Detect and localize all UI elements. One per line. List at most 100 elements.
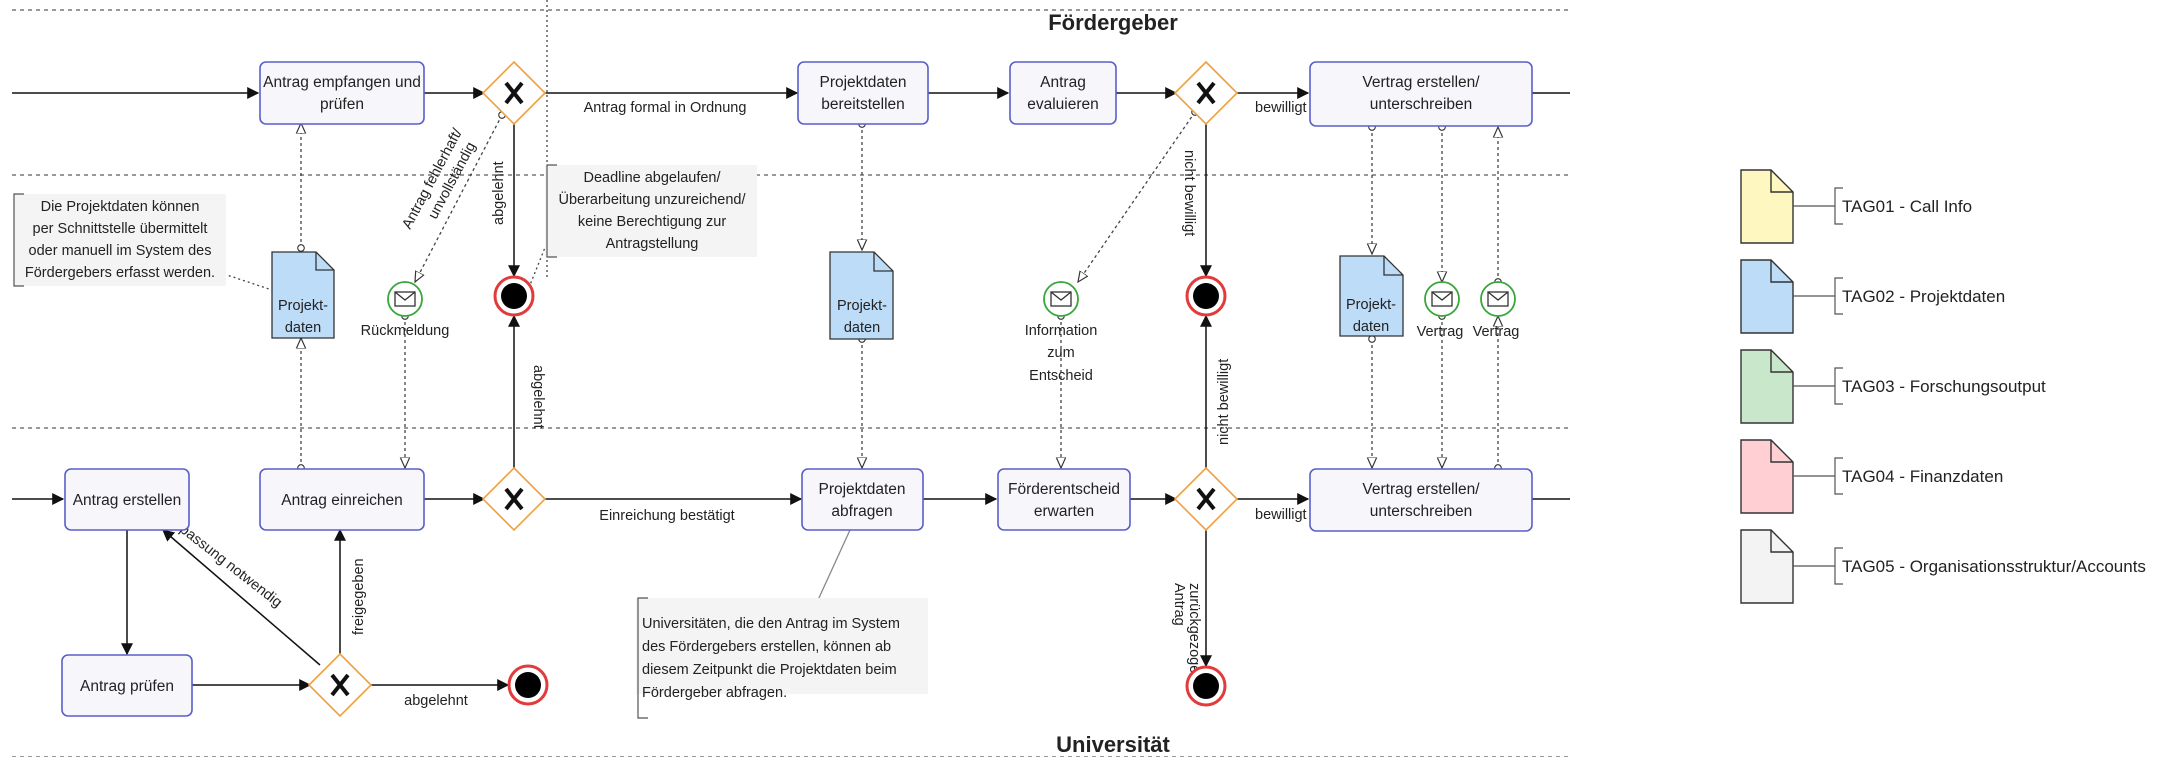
svg-text:Vertrag erstellen/: Vertrag erstellen/ [1362, 74, 1480, 91]
svg-text:Die Projektdaten können: Die Projektdaten können [41, 199, 200, 215]
task-antrag-pruefen[interactable]: Antrag prüfen [61, 654, 193, 717]
legend-document-icon [1740, 529, 1794, 604]
task-antrag-erstellen[interactable]: Antrag erstellen [64, 468, 190, 531]
flow-label-zurueckgezogen-2: zurückgezogen [1186, 583, 1202, 681]
legend-entry: TAG04 - Finanzdaten [1740, 439, 2003, 514]
end-event-nicht-bewilligt [1185, 275, 1227, 317]
svg-text:evaluieren: evaluieren [1027, 96, 1099, 113]
svg-text:diesem Zeitpunkt die Projektda: diesem Zeitpunkt die Projektdaten beim [642, 662, 897, 678]
envelope-icon [1487, 291, 1509, 307]
svg-text:Fördergeber abfragen.: Fördergeber abfragen. [642, 685, 787, 701]
legend-label: TAG03 - Forschungsoutput [1842, 377, 2046, 396]
message-event-rueckmeldung: Rückmeldung [361, 281, 450, 339]
task-projektdaten-abfragen[interactable]: Projektdaten abfragen [801, 468, 924, 531]
flow-label-nicht-bewilligt-top: nicht bewilligt [1181, 150, 1197, 236]
end-event-zurueckgezogen [1185, 665, 1227, 707]
data-object-projektdaten-2: Projekt- daten [829, 251, 894, 340]
msg-gateway-to-information [1078, 112, 1195, 282]
data-object-projektdaten-1: Projekt- daten [271, 251, 335, 339]
gateway-bewilligung-bottom[interactable] [1173, 466, 1239, 532]
task-vertrag-bottom[interactable]: Vertrag erstellen/ unterschreiben [1309, 468, 1533, 532]
legend-entry: TAG03 - Forschungsoutput [1740, 349, 2046, 424]
flow-label-abgelehnt-mid: abgelehnt [530, 365, 546, 429]
svg-text:Deadline abgelaufen/: Deadline abgelaufen/ [583, 170, 721, 186]
legend-document-icon [1740, 349, 1794, 424]
data-object-label: daten [844, 320, 880, 336]
data-object-label: Projekt- [278, 298, 328, 314]
lane-title-foerdergeber: Fördergeber [1048, 10, 1178, 35]
event-label-information-1: Information [1025, 323, 1098, 339]
annotation-schnittstelle: Die Projektdaten können per Schnittstell… [13, 193, 226, 287]
envelope-icon [394, 291, 416, 307]
svg-text:Antrag empfangen und: Antrag empfangen und [263, 74, 421, 91]
msg-fehlerhaft-to-rueckmeldung [415, 115, 502, 282]
flow-label-einreichung: Einreichung bestätigt [599, 508, 734, 524]
data-object-label: daten [1353, 319, 1389, 335]
assoc-note-deadline-line [529, 234, 551, 286]
svg-text:Überarbeitung unzureichend/: Überarbeitung unzureichend/ [558, 190, 746, 208]
event-label-information-2: zum [1047, 345, 1074, 361]
legend-entry: TAG05 - Organisationsstruktur/Accounts [1740, 529, 2146, 604]
end-event-abgelehnt-bottom [507, 664, 549, 706]
message-event-vertrag-2: Vertrag [1473, 281, 1520, 340]
svg-text:erwarten: erwarten [1034, 503, 1094, 520]
svg-text:abfragen: abfragen [831, 503, 892, 520]
event-label-vertrag-2: Vertrag [1473, 324, 1520, 340]
legend-document-icon [1740, 439, 1794, 514]
event-label-information-3: Entscheid [1029, 368, 1093, 384]
task-vertrag-top[interactable]: Vertrag erstellen/ unterschreiben [1309, 61, 1533, 127]
end-event-abgelehnt-top [493, 275, 535, 317]
task-antrag-einreichen[interactable]: Antrag einreichen [259, 468, 425, 531]
assoc-note-universitaeten [817, 529, 851, 601]
legend-entry: TAG02 - Projektdaten [1740, 259, 2005, 334]
annotation-universitaeten: Universitäten, die den Antrag im System … [636, 597, 928, 719]
svg-text:unterschreiben: unterschreiben [1370, 96, 1473, 113]
annotation-deadline: Deadline abgelaufen/ Überarbeitung unzur… [545, 164, 757, 258]
flow-label-abgelehnt-top: abgelehnt [491, 161, 507, 225]
gateway-bewilligung-top[interactable] [1173, 60, 1239, 126]
legend-entry: TAG01 - Call Info [1740, 169, 1972, 244]
event-label-vertrag-1: Vertrag [1417, 324, 1464, 340]
data-object-projektdaten-3: Projekt- daten [1339, 255, 1404, 337]
assoc-note-schnittstelle [223, 273, 273, 291]
flow-label-bewilligt-top: bewilligt [1255, 100, 1307, 116]
svg-text:prüfen: prüfen [320, 96, 364, 113]
data-object-label: daten [285, 320, 321, 336]
task-projektdaten-bereitstellen[interactable]: Projektdaten bereitstellen [797, 61, 929, 125]
flow-label-nicht-bewilligt-bottom: nicht bewilligt [1216, 359, 1232, 445]
svg-text:des Fördergebers erstellen, kö: des Fördergebers erstellen, können ab [642, 639, 891, 655]
legend-label: TAG05 - Organisationsstruktur/Accounts [1842, 557, 2146, 576]
envelope-icon [1050, 291, 1072, 307]
message-event-vertrag-1: Vertrag [1417, 281, 1464, 340]
gateway-einreichung[interactable] [481, 466, 547, 532]
svg-text:Projektdaten: Projektdaten [819, 74, 906, 91]
gateway-pruefung[interactable] [307, 652, 373, 718]
legend-label: TAG02 - Projektdaten [1842, 287, 2005, 306]
task-foerderentscheid-erwarten[interactable]: Förderentscheid erwarten [997, 468, 1131, 531]
task-antrag-evaluieren[interactable]: Antrag evaluieren [1009, 61, 1117, 125]
svg-text:Vertrag erstellen/: Vertrag erstellen/ [1362, 481, 1480, 498]
svg-text:bereitstellen: bereitstellen [821, 96, 905, 113]
legend-document-icon [1740, 169, 1794, 244]
task-antrag-empfangen[interactable]: Antrag empfangen und prüfen [259, 61, 425, 125]
legend-document-icon [1740, 259, 1794, 334]
flow-label-bewilligt-bottom: bewilligt [1255, 507, 1307, 523]
legend-label: TAG01 - Call Info [1842, 197, 1972, 216]
flow-anpassung-notwendig [162, 529, 321, 666]
flow-label-formal-ok: Antrag formal in Ordnung [584, 100, 747, 116]
event-label-rueckmeldung: Rückmeldung [361, 323, 450, 339]
flow-label-zurueckgezogen-1: Antrag [1171, 583, 1187, 626]
flow-label-abgelehnt-bottom: abgelehnt [404, 693, 468, 709]
envelope-icon [1431, 291, 1453, 307]
gateway-formal-check[interactable] [481, 60, 547, 126]
lane-title-universitaet: Universität [1056, 732, 1170, 757]
svg-text:Universitäten, die den Antrag: Universitäten, die den Antrag im System [642, 616, 900, 632]
message-event-information: Information zum Entscheid [1025, 281, 1098, 384]
svg-text:Fördergebers erfasst werden.: Fördergebers erfasst werden. [25, 265, 215, 281]
svg-text:Antragstellung: Antragstellung [606, 236, 699, 252]
svg-text:Antrag prüfen: Antrag prüfen [80, 678, 174, 695]
data-object-label: Projekt- [1346, 297, 1396, 313]
svg-text:Antrag erstellen: Antrag erstellen [73, 492, 182, 509]
